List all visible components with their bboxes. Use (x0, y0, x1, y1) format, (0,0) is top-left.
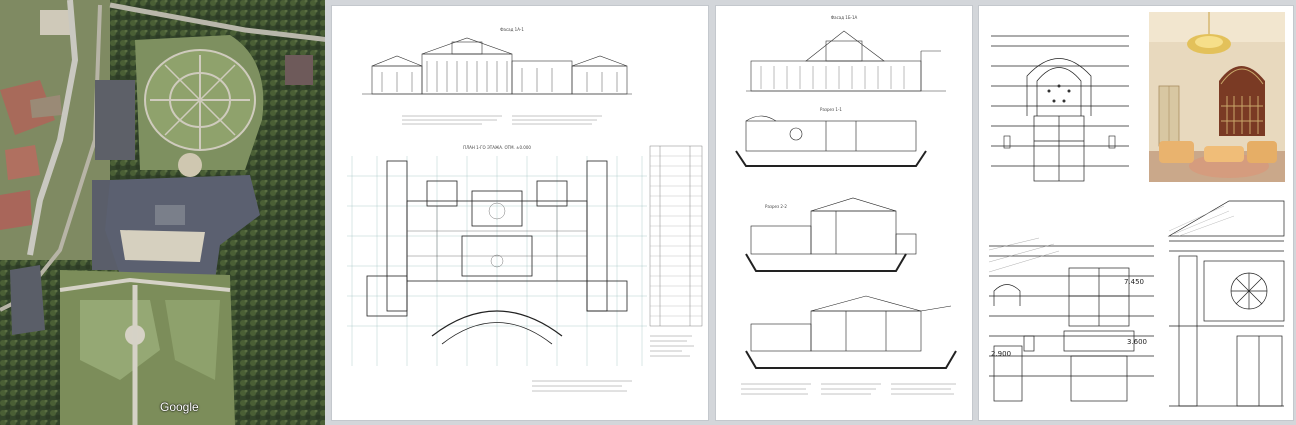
window-detail (991, 35, 1129, 182)
lantern-icon (1003, 135, 1116, 149)
section-2 (745, 197, 917, 272)
satellite-image: Google (0, 0, 325, 425)
facade-elevation (362, 37, 632, 95)
facade-detail-left (989, 245, 1154, 402)
section-1 (735, 115, 927, 167)
elevation-mark-left: 2.900 (991, 350, 1011, 358)
facade-detail-right (1167, 200, 1285, 407)
facade-title: Фасад 1А-1 (500, 27, 524, 32)
chandelier-icon (1187, 12, 1231, 54)
elevation-marks-left: 7.450 2.900 3.600 (991, 278, 1147, 358)
section-1-title: Разрез 1-1 (820, 107, 842, 112)
floor-plan-drawing: Фасад 1А-1 ПЛАН 1-ГО ЭТАЖА. ОТМ. ±0.0 (347, 27, 703, 392)
elevation-mark-right: 3.600 (1127, 338, 1147, 346)
details-sheet: 7.450 2.900 3.600 (978, 5, 1294, 421)
interior-render (1149, 12, 1285, 182)
facade-2-title: Фасад 1Б-1А (831, 15, 858, 20)
floor-plan-sheet: Фасад 1А-1 ПЛАН 1-ГО ЭТАЖА. ОТМ. ±0.0 (331, 5, 709, 421)
satellite-map-drawing (0, 0, 325, 425)
plan-title: ПЛАН 1-ГО ЭТАЖА. ОТМ. ±0.000 (463, 145, 531, 150)
sections-drawing: Фасад 1Б-1А Разрез 1-1 (735, 15, 957, 395)
section-3 (745, 295, 957, 369)
sofa-icon (1159, 141, 1277, 163)
facade-elevation-2 (746, 30, 946, 92)
elevation-mark-upper: 7.450 (1124, 278, 1144, 286)
google-attribution: Google (160, 400, 199, 414)
details-drawing: 7.450 2.900 3.600 (988, 12, 1285, 407)
section-2-title: Разрез 2-2 (765, 204, 787, 209)
sections-sheet: Фасад 1Б-1А Разрез 1-1 (715, 5, 973, 421)
floor-plan (366, 160, 628, 345)
